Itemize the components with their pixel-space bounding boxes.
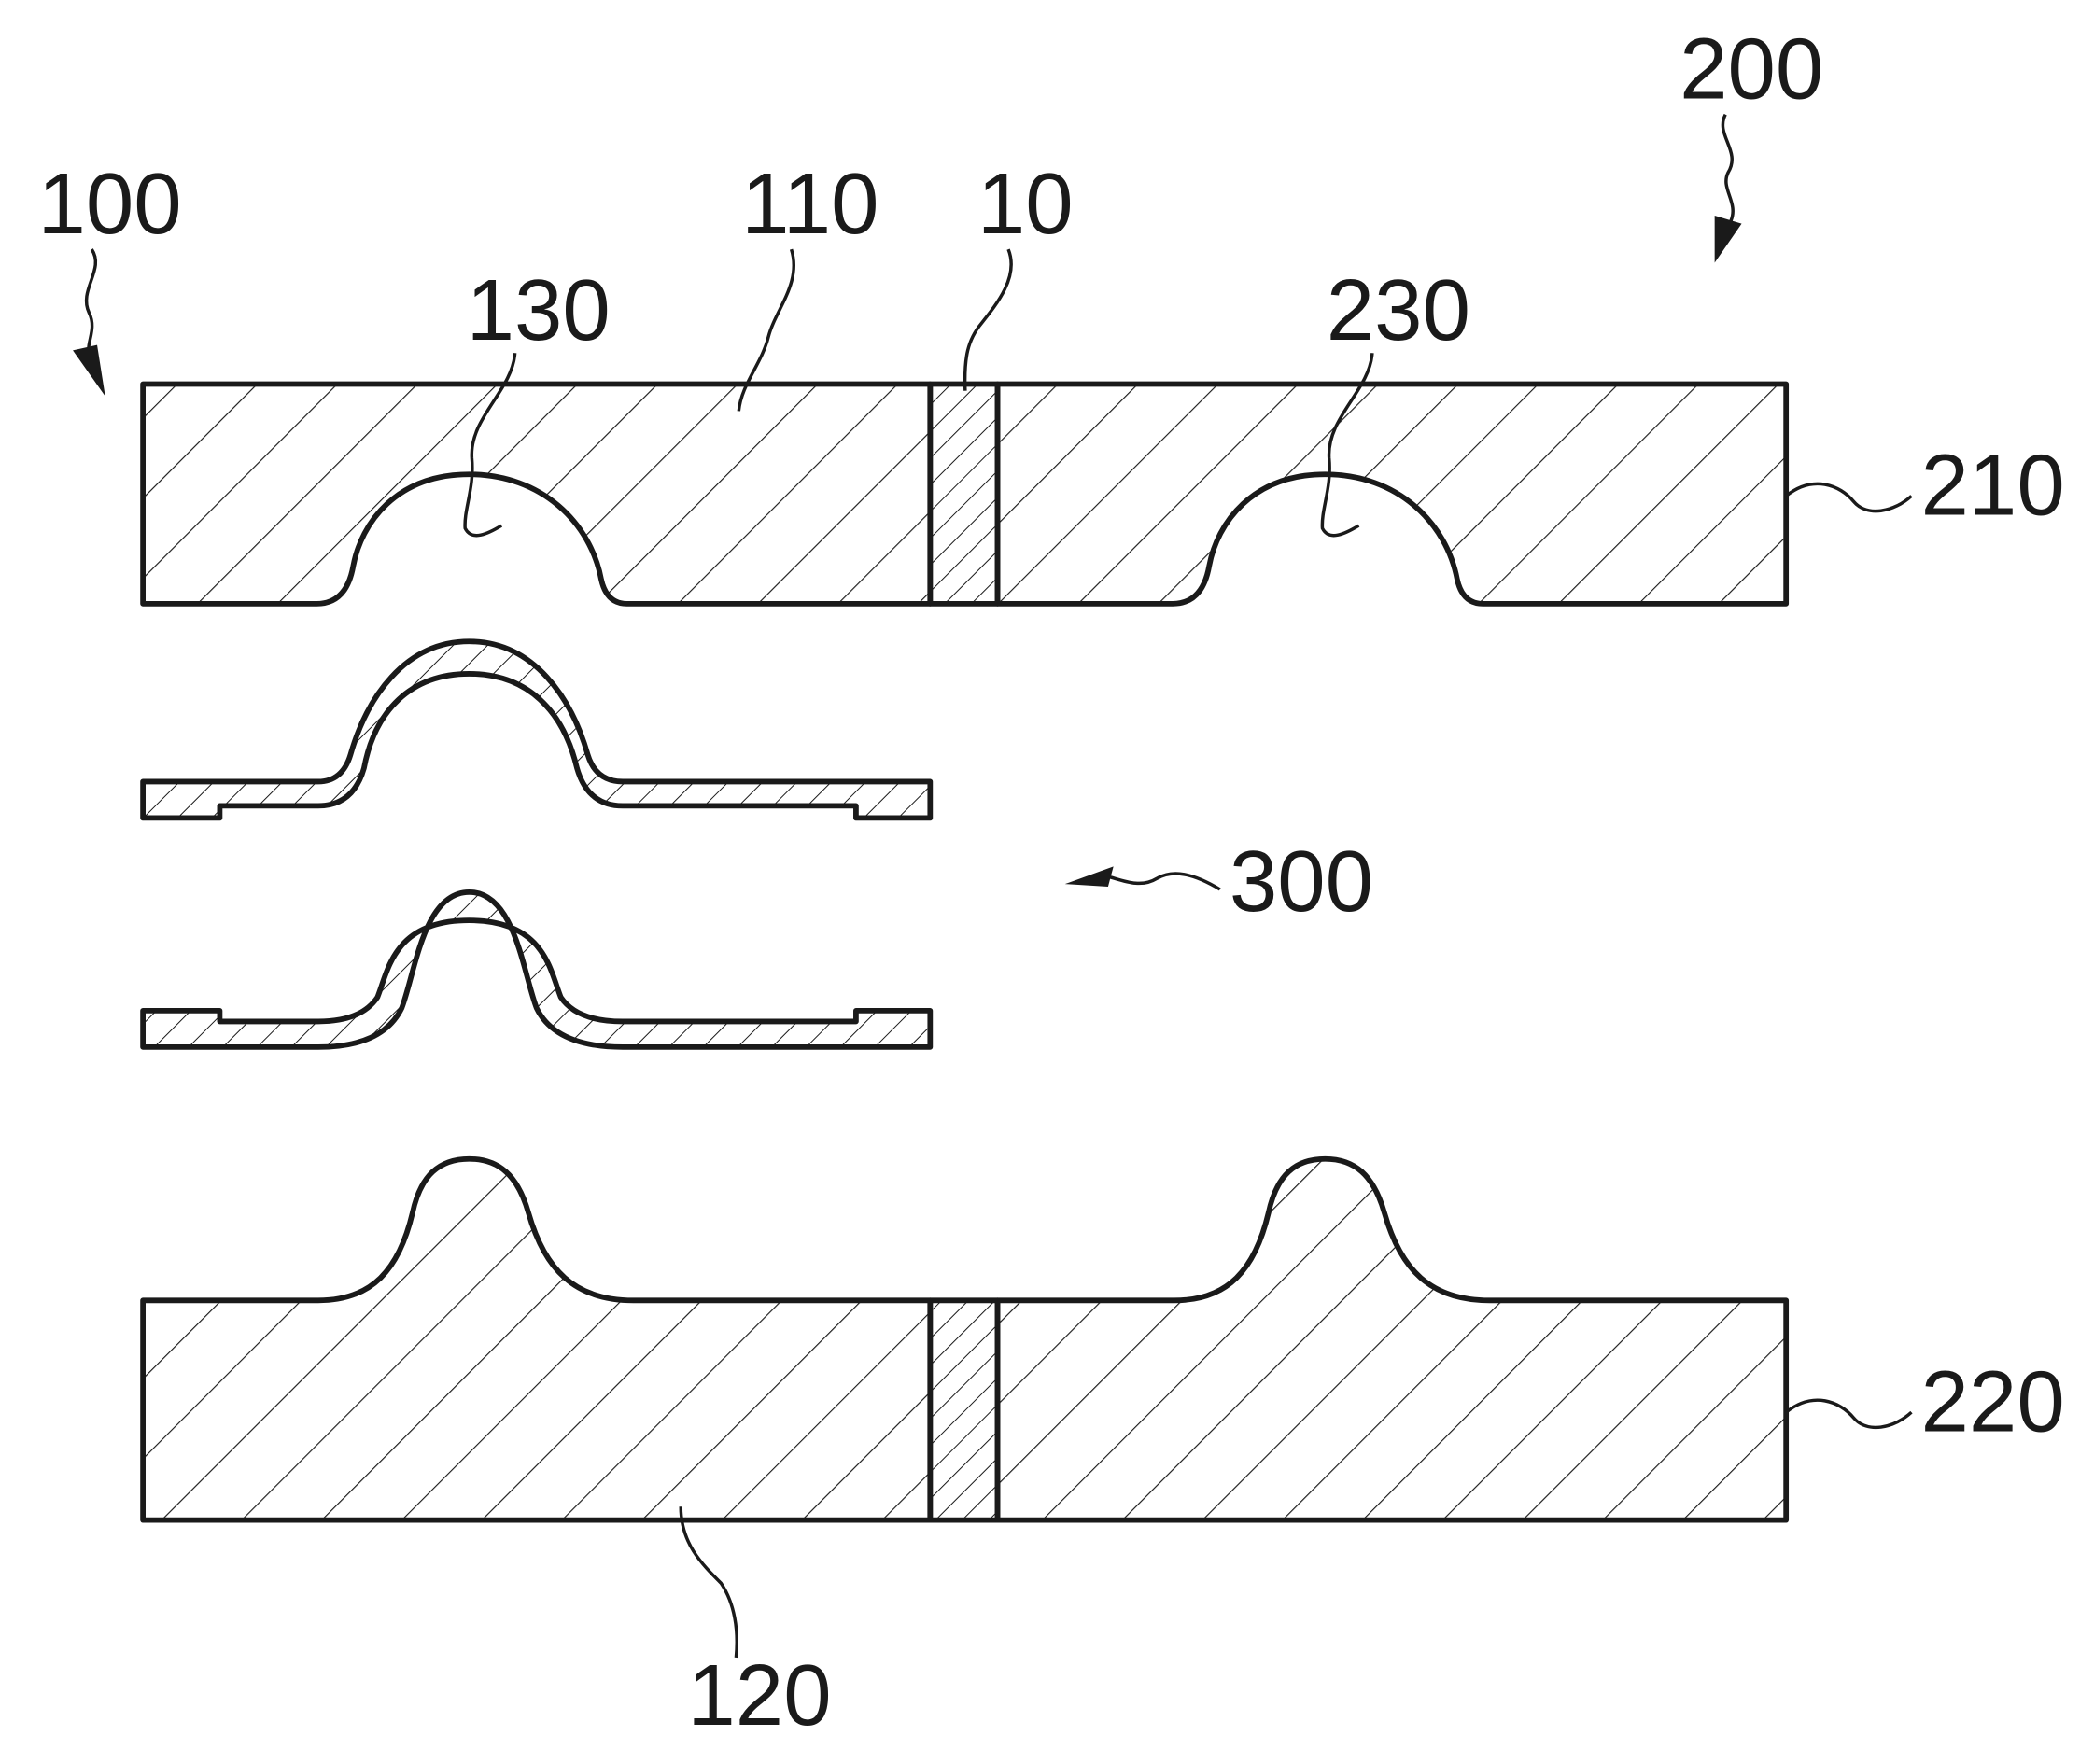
leader-120 — [679, 1506, 738, 1659]
workpiece-group — [140, 638, 934, 1050]
label-110: 110 — [741, 155, 878, 252]
leader-130 — [463, 353, 517, 538]
leader-230 — [1320, 353, 1374, 538]
leader-200 — [1721, 113, 1735, 222]
lower-die-group — [140, 1155, 1790, 1523]
label-220: 220 — [1921, 1352, 2065, 1449]
reference-labels: 100 200 110 10 130 230 210 300 220 120 — [37, 20, 2064, 1743]
label-100: 100 — [37, 155, 181, 252]
label-10: 10 — [977, 155, 1074, 252]
label-130: 130 — [467, 261, 611, 358]
leader-10 — [963, 248, 1013, 391]
leader-220 — [1785, 1398, 1913, 1430]
leader-210 — [1785, 482, 1913, 513]
leader-lines — [73, 113, 1913, 1659]
upper-die-second — [994, 381, 1790, 607]
arrow-head-100 — [73, 344, 105, 397]
arrow-head-200 — [1714, 216, 1742, 263]
insulator-upper — [927, 381, 1001, 607]
workpiece-plate-upper — [140, 638, 934, 821]
label-120: 120 — [687, 1646, 831, 1743]
lower-die-second — [994, 1155, 1790, 1523]
label-300: 300 — [1230, 833, 1373, 930]
workpiece-plate-lower — [140, 889, 934, 1050]
upper-die-group — [140, 381, 1790, 607]
upper-die-first — [140, 381, 934, 607]
leader-300 — [1104, 872, 1221, 891]
leader-100 — [84, 248, 98, 354]
leader-110 — [737, 248, 796, 412]
label-200: 200 — [1679, 20, 1823, 117]
label-230: 230 — [1327, 261, 1470, 358]
arrow-head-300 — [1064, 866, 1114, 888]
lower-die-first — [140, 1155, 934, 1523]
insulator-lower — [927, 1297, 1001, 1523]
label-210: 210 — [1921, 437, 2065, 534]
